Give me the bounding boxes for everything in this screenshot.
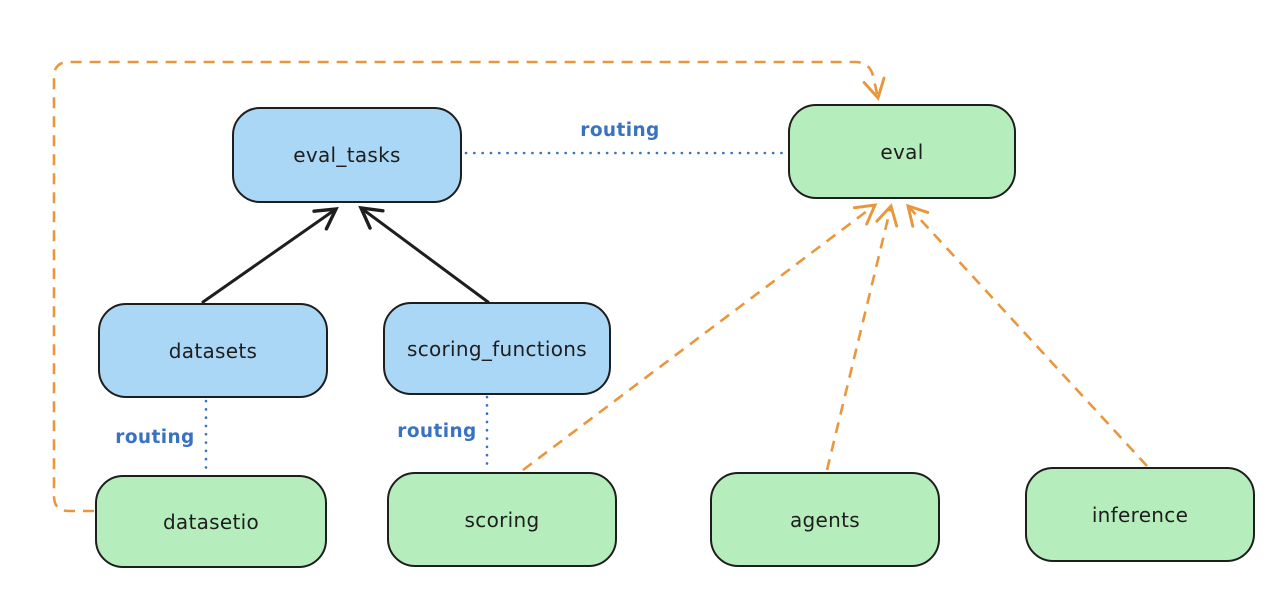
routing-label-eval-tasks-eval: routing <box>580 120 660 141</box>
edge-inference-to-eval <box>905 203 1148 467</box>
node-datasetio-label: datasetio <box>162 509 260 534</box>
edge-agents-to-eval <box>825 203 899 471</box>
node-datasets: datasets <box>98 303 328 398</box>
node-eval-label: eval <box>880 139 924 164</box>
node-datasets-label: datasets <box>168 338 258 363</box>
edge-scoring_functions-to-eval_tasks <box>358 205 490 304</box>
node-eval-tasks-label: eval_tasks <box>293 143 401 167</box>
node-agents-label: agents <box>790 507 860 532</box>
node-inference: inference <box>1025 467 1255 562</box>
node-scoring-functions-label: scoring_functions <box>406 336 588 361</box>
node-scoring: scoring <box>387 472 617 567</box>
routing-label-scoring-functions-scoring: routing <box>397 421 477 442</box>
node-agents: agents <box>710 472 940 567</box>
routing-label-datasets-datasetio: routing <box>115 427 195 448</box>
edge-datasets-to-eval_tasks <box>201 207 339 304</box>
node-datasetio: datasetio <box>95 475 327 568</box>
node-scoring-functions: scoring_functions <box>383 302 611 395</box>
node-eval-tasks: eval_tasks <box>232 107 462 203</box>
node-inference-label: inference <box>1091 502 1189 527</box>
node-scoring-label: scoring <box>464 507 540 532</box>
node-eval: eval <box>788 104 1016 199</box>
